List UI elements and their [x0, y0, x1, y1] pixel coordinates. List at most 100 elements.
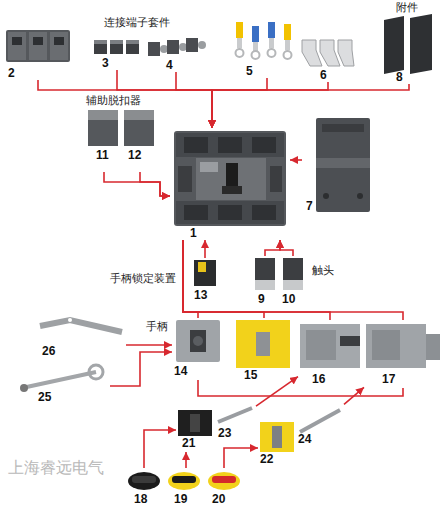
breaker-illustration-part [174, 131, 286, 226]
aux-contact-illustration-part [283, 280, 303, 290]
callout-number: 1 [190, 226, 197, 240]
terminal-illustration-part [126, 40, 139, 44]
terminal-block-illustration-part [12, 37, 22, 45]
callout-number: 4 [166, 58, 173, 72]
door-handle-illustration-part [178, 410, 212, 436]
connector-line [198, 380, 403, 396]
callout-number: 15 [244, 368, 257, 382]
cable-lug-illustration-part [269, 38, 274, 48]
part-callout: 16 [298, 320, 362, 388]
rotary-handle-illustration-part [306, 330, 336, 360]
breaker-illustration-part [196, 158, 266, 200]
cable-lug-illustration-part [284, 51, 292, 59]
callout-number: 22 [260, 452, 273, 466]
rotary-handle-illustration-part [366, 324, 426, 368]
linkage-illustration-part [68, 318, 72, 322]
release-illustration [88, 110, 154, 146]
linkage-illustration-part [89, 365, 103, 379]
connector-illustration-part [160, 45, 168, 53]
linkage-illustration-part [40, 320, 122, 332]
connector-illustration-part [167, 40, 179, 54]
connector-illustration-part [198, 41, 206, 49]
breaker-illustration-part [218, 137, 242, 153]
connector-line [183, 240, 264, 318]
knob-illustration-part [212, 476, 236, 483]
lock-device-illustration-part [198, 262, 206, 272]
callout-number: 10 [282, 292, 295, 306]
door-handle-illustration-part [260, 422, 294, 452]
cable-lug-illustration-part [237, 38, 242, 48]
part-callout: 1 [170, 128, 290, 240]
release-illustration-part [88, 110, 118, 120]
knob-illustration-part [208, 472, 240, 490]
breaker-illustration-part [178, 166, 192, 192]
callout-number: 9 [258, 292, 265, 306]
knob-illustration-part [128, 472, 160, 490]
release-illustration-part [124, 110, 154, 120]
phase-barrier-illustration-part [384, 16, 404, 74]
aux-contact-illustration-part [255, 280, 275, 290]
watermark: 上海睿远电气 [8, 458, 104, 477]
part-callout: 10 [280, 256, 306, 306]
group-label: 手柄 [146, 320, 168, 334]
terminal-illustration-part [94, 40, 107, 54]
callout-number: 16 [312, 372, 325, 386]
cable-lug-illustration-part [268, 22, 275, 38]
lock-device-illustration [194, 260, 216, 286]
breaker-illustration-part [184, 137, 208, 153]
connector-line [256, 377, 298, 407]
terminal-block-illustration-part [6, 30, 70, 62]
part-callout: 7 [302, 115, 372, 215]
group-label: 附件 [396, 1, 418, 15]
terminal-block-illustration-part [54, 37, 64, 45]
connector-line [183, 240, 403, 320]
part-callout: 11 [86, 108, 122, 172]
group-label: 连接端子套件 [104, 16, 170, 30]
door-handle-illustration-part [218, 408, 252, 422]
cable-lug-illustration-part [285, 40, 290, 50]
connector-line [290, 159, 302, 161]
cable-lug-illustration-part [268, 49, 276, 57]
linkage-illustration-part [20, 384, 28, 392]
breaker-illustration-part [222, 186, 242, 194]
cable-lug-illustration-part [252, 26, 259, 42]
terminal-illustration-part [110, 40, 123, 44]
rotary-handle-illustration-part [256, 332, 270, 356]
release-illustration-part [88, 110, 118, 146]
part-callout: 26 [36, 312, 126, 362]
connector-line [140, 172, 170, 196]
callout-number: 6 [320, 68, 327, 82]
door-handle-illustration-part [190, 414, 200, 432]
rotary-handle-illustration-part [193, 336, 203, 346]
knob-illustration [128, 472, 240, 490]
busbar-illustration-part [302, 40, 322, 66]
callout-number: 23 [218, 426, 231, 440]
cable-lug-illustration [236, 22, 292, 59]
mounting-plate-illustration [316, 118, 370, 212]
door-handle-illustration-part [300, 410, 340, 432]
callout-number: 2 [8, 66, 15, 80]
lock-device-illustration-part [194, 260, 216, 286]
callout-number: 18 [134, 492, 147, 506]
rotary-handle-illustration-part [426, 334, 440, 360]
mounting-plate-illustration-part [323, 193, 329, 199]
rotary-handle-illustration-part [190, 330, 206, 352]
connector-line [176, 72, 212, 128]
part-callout: 2 [4, 28, 72, 80]
terminal-block-illustration-part [29, 32, 47, 60]
rotary-handle-illustration-part [300, 324, 360, 368]
phase-barrier-illustration [384, 14, 432, 74]
connector-line [38, 80, 212, 128]
part-callout: 21 [176, 408, 214, 452]
breaker-illustration-part [200, 162, 218, 172]
breaker-illustration-part [252, 137, 276, 153]
rotary-handle-illustration [176, 320, 440, 368]
connector-line [126, 344, 172, 346]
connector-line [204, 240, 206, 258]
cable-lug-illustration-part [284, 24, 291, 40]
group-label: 触头 [312, 264, 334, 278]
part-callout: 18 [126, 468, 162, 506]
rotary-handle-illustration-part [176, 320, 220, 362]
